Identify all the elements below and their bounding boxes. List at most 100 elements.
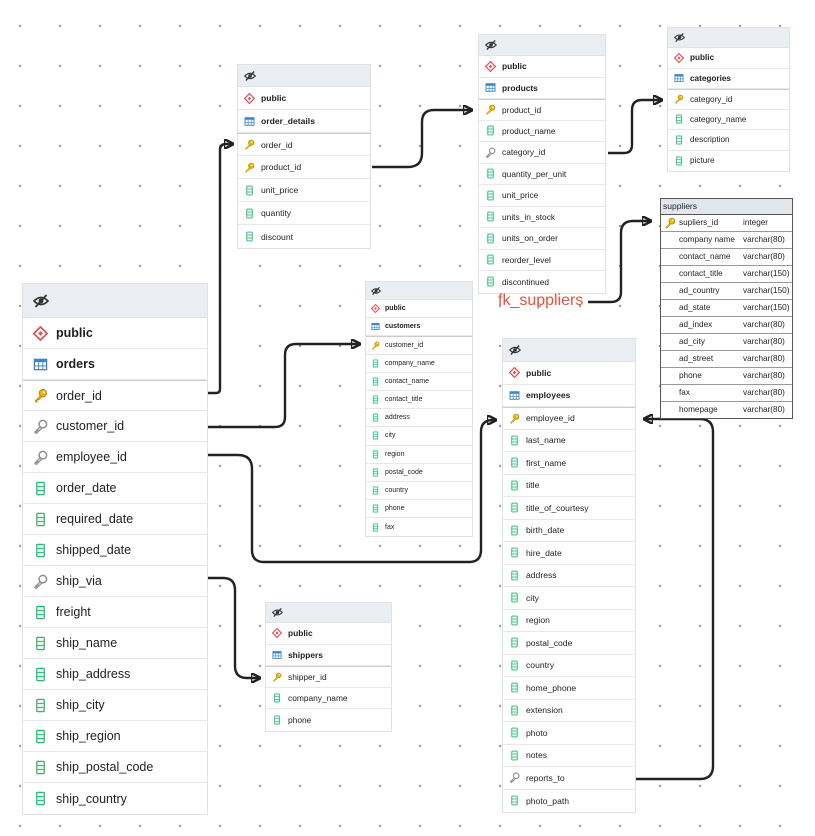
- column-row[interactable]: ship_city: [23, 690, 207, 721]
- table-header-bar[interactable]: [479, 35, 605, 56]
- column-row[interactable]: product_name: [479, 121, 605, 142]
- column-row[interactable]: phone: [366, 500, 472, 519]
- column-row[interactable]: company_name: [366, 355, 472, 373]
- column-row[interactable]: units_on_order: [479, 228, 605, 250]
- column-row[interactable]: notes: [503, 745, 635, 767]
- column-row[interactable]: city: [366, 427, 472, 446]
- column-row[interactable]: category_id: [668, 89, 789, 110]
- column-row[interactable]: title_of_courtesy: [503, 497, 635, 520]
- column-row[interactable]: picture: [668, 151, 789, 172]
- column-row[interactable]: employee_id: [23, 442, 207, 473]
- column-row[interactable]: discount: [238, 225, 370, 248]
- column-row[interactable]: product_id: [238, 156, 370, 179]
- column-row[interactable]: ship_postal_code: [23, 752, 207, 783]
- column-row[interactable]: customer_id: [366, 336, 472, 355]
- column-row[interactable]: shipper_id: [266, 666, 391, 688]
- schema-name[interactable]: public: [238, 87, 370, 110]
- column-row[interactable]: company_name: [266, 688, 391, 709]
- column-row[interactable]: reports_to: [503, 767, 635, 790]
- column-row[interactable]: order_id: [238, 133, 370, 156]
- column-row[interactable]: ship_address: [23, 659, 207, 690]
- column-row[interactable]: extension: [503, 700, 635, 722]
- column-row[interactable]: ship_region: [23, 721, 207, 752]
- column-row[interactable]: address: [503, 565, 635, 587]
- column-row[interactable]: ship_name: [23, 628, 207, 659]
- schema-name[interactable]: public: [266, 623, 391, 645]
- column-row[interactable]: region: [503, 610, 635, 632]
- schema-name[interactable]: public: [668, 48, 789, 69]
- column-row[interactable]: order_date: [23, 473, 207, 504]
- column-row[interactable]: country: [366, 482, 472, 501]
- table-header-bar[interactable]: [266, 603, 391, 623]
- column-row[interactable]: employee_id: [503, 407, 635, 430]
- column-row[interactable]: postal_code: [503, 632, 635, 655]
- column-row[interactable]: first_name: [503, 452, 635, 475]
- table-name[interactable]: products: [479, 78, 605, 99]
- column-row[interactable]: country: [503, 655, 635, 677]
- column-row[interactable]: contact_name: [366, 373, 472, 391]
- table-header-bar[interactable]: [23, 284, 207, 318]
- column-row[interactable]: last_name: [503, 430, 635, 452]
- column-row[interactable]: photo: [503, 722, 635, 745]
- column-row[interactable]: birth_date: [503, 520, 635, 542]
- column-row[interactable]: ship_country: [23, 783, 207, 814]
- table-header-bar[interactable]: [503, 339, 635, 362]
- schema-name[interactable]: public: [366, 300, 472, 319]
- table-name[interactable]: order_details: [238, 110, 370, 133]
- table-header-bar[interactable]: [668, 28, 789, 48]
- table-name[interactable]: shippers: [266, 645, 391, 666]
- column-row[interactable]: title: [503, 475, 635, 497]
- table-name[interactable]: orders: [23, 349, 207, 380]
- column-row[interactable]: category_name: [668, 110, 789, 130]
- column-row[interactable]: units_in_stock: [479, 207, 605, 228]
- column-row[interactable]: customer_id: [23, 411, 207, 442]
- column-row[interactable]: address: [366, 409, 472, 428]
- column-row[interactable]: photo_path: [503, 790, 635, 813]
- column-row[interactable]: freight: [23, 597, 207, 628]
- column-row[interactable]: required_date: [23, 504, 207, 535]
- table-name[interactable]: customers: [366, 318, 472, 337]
- column-row[interactable]: quantity_per_unit: [479, 164, 605, 185]
- column-row[interactable]: city: [503, 587, 635, 610]
- column-row[interactable]: category_id: [479, 142, 605, 164]
- column-row[interactable]: discontinued: [479, 271, 605, 293]
- schema-name[interactable]: public: [503, 362, 635, 385]
- column-row[interactable]: contact_title: [366, 391, 472, 410]
- column-row[interactable]: hire_date: [503, 542, 635, 565]
- column-row[interactable]: ship_via: [23, 566, 207, 597]
- column-row[interactable]: order_id: [23, 380, 207, 411]
- table-name[interactable]: categories: [668, 69, 789, 89]
- column-row[interactable]: shipped_date: [23, 535, 207, 566]
- column-row[interactable]: product_id: [479, 99, 605, 121]
- column-row[interactable]: fax: [366, 518, 472, 536]
- column-row[interactable]: postal_code: [366, 464, 472, 482]
- column-row[interactable]: unit_price: [238, 179, 370, 202]
- table-header-bar[interactable]: [366, 282, 472, 300]
- column-row[interactable]: home_phone: [503, 677, 635, 700]
- column-row[interactable]: region: [366, 446, 472, 464]
- schema-name[interactable]: public: [23, 318, 207, 349]
- table-name[interactable]: employees: [503, 385, 635, 407]
- column-row[interactable]: reorder_level: [479, 250, 605, 271]
- column-row[interactable]: phone: [266, 709, 391, 731]
- table-header-bar[interactable]: [238, 65, 370, 87]
